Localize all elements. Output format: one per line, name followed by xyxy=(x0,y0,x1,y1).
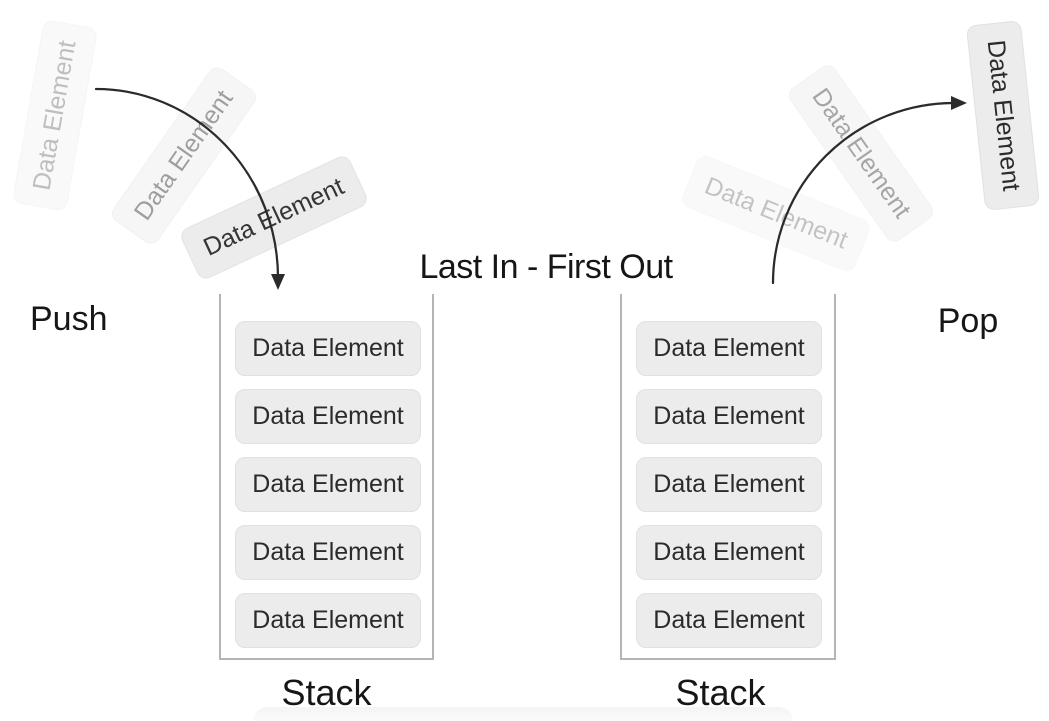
push-data-element-1: Data Element xyxy=(11,19,99,212)
right-stack-item: Data Element xyxy=(636,321,822,376)
pop-data-element-3: Data Element xyxy=(965,20,1041,211)
left-stack-item: Data Element xyxy=(235,457,421,512)
right-stack-item: Data Element xyxy=(636,457,822,512)
page-title: Last In - First Out xyxy=(419,248,673,286)
right-stack-label: Stack xyxy=(675,672,766,713)
push-data-element-3: Data Element xyxy=(178,153,370,282)
push-label: Push xyxy=(30,300,108,338)
pop-label: Pop xyxy=(937,302,999,340)
left-stack-item: Data Element xyxy=(235,389,421,444)
left-stack-item: Data Element xyxy=(235,593,421,648)
left-stack-label: Stack xyxy=(281,672,372,713)
right-stack-container: Data Element Data Element Data Element D… xyxy=(620,294,836,660)
left-stack-container: Data Element Data Element Data Element D… xyxy=(219,294,434,660)
bottom-edge-shape xyxy=(253,707,793,721)
right-stack-item: Data Element xyxy=(636,593,822,648)
right-stack-item: Data Element xyxy=(636,525,822,580)
left-stack-item: Data Element xyxy=(235,321,421,376)
right-stack-item: Data Element xyxy=(636,389,822,444)
left-stack-item: Data Element xyxy=(235,525,421,580)
